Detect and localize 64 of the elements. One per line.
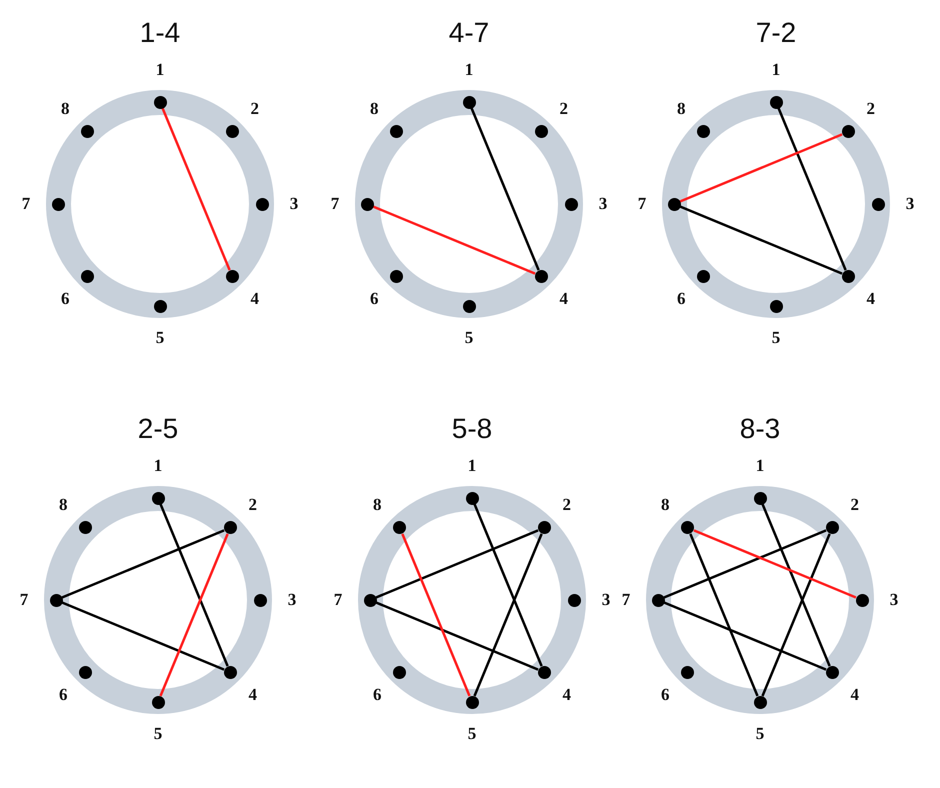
position-number: 4 (850, 686, 859, 704)
panel-title: 8-3 (740, 412, 780, 446)
position-number: 8 (372, 496, 382, 514)
position-number: 6 (660, 686, 670, 704)
position-number: 6 (370, 290, 378, 308)
chord-line (473, 533, 543, 696)
position-number: 2 (248, 496, 257, 514)
position-number: 8 (60, 100, 70, 118)
panel-title: 2-5 (138, 412, 178, 446)
chord-line (664, 601, 827, 671)
chord-line (664, 529, 827, 599)
panel-title: 5-8 (452, 412, 492, 446)
position-number: 3 (288, 591, 296, 609)
position-number: 5 (156, 329, 164, 347)
position-number: 7 (20, 591, 28, 609)
panel-title: 7-2 (756, 16, 796, 50)
position-number: 6 (60, 290, 70, 308)
position-number: 4 (866, 290, 875, 308)
position-number: 1 (464, 61, 474, 79)
panel-title: 4-7 (448, 16, 490, 50)
position-number: 8 (676, 100, 686, 118)
chord-line (689, 533, 759, 696)
position-number: 4 (562, 686, 571, 704)
chord-line (680, 205, 843, 275)
position-number: 6 (58, 686, 68, 704)
position-number: 3 (906, 195, 914, 213)
position-number: 7 (622, 591, 630, 609)
position-number: 3 (598, 195, 608, 213)
position-number: 2 (850, 496, 859, 514)
position-number: 2 (250, 100, 259, 118)
chord-line (376, 529, 539, 599)
position-number: 1 (156, 61, 164, 79)
position-number: 8 (660, 496, 670, 514)
position-number: 1 (468, 457, 476, 475)
position-number: 7 (638, 195, 646, 213)
position-number: 2 (560, 100, 568, 118)
chord-line (62, 529, 225, 599)
position-number: 2 (562, 496, 571, 514)
position-number: 6 (372, 686, 382, 704)
position-number: 4 (560, 290, 568, 308)
position-number: 3 (290, 195, 298, 213)
position-number: 4 (250, 290, 259, 308)
position-number: 2 (866, 100, 875, 118)
position-number: 3 (890, 591, 898, 609)
chord-line (376, 601, 539, 671)
chord-line (761, 533, 831, 696)
position-number: 1 (154, 457, 162, 475)
position-number: 6 (676, 290, 686, 308)
position-number: 7 (22, 195, 30, 213)
position-number: 5 (464, 329, 474, 347)
position-number: 7 (330, 195, 340, 213)
position-number: 8 (370, 100, 378, 118)
position-number: 5 (154, 725, 162, 743)
panel-title: 1-4 (140, 16, 180, 50)
position-number: 8 (58, 496, 68, 514)
position-number: 3 (602, 591, 610, 609)
chord-line (62, 601, 225, 671)
position-number: 5 (756, 725, 764, 743)
position-number: 1 (756, 457, 764, 475)
position-number: 7 (334, 591, 342, 609)
position-number: 4 (248, 686, 257, 704)
position-number: 5 (468, 725, 476, 743)
position-number: 1 (772, 61, 780, 79)
position-number: 5 (772, 329, 780, 347)
